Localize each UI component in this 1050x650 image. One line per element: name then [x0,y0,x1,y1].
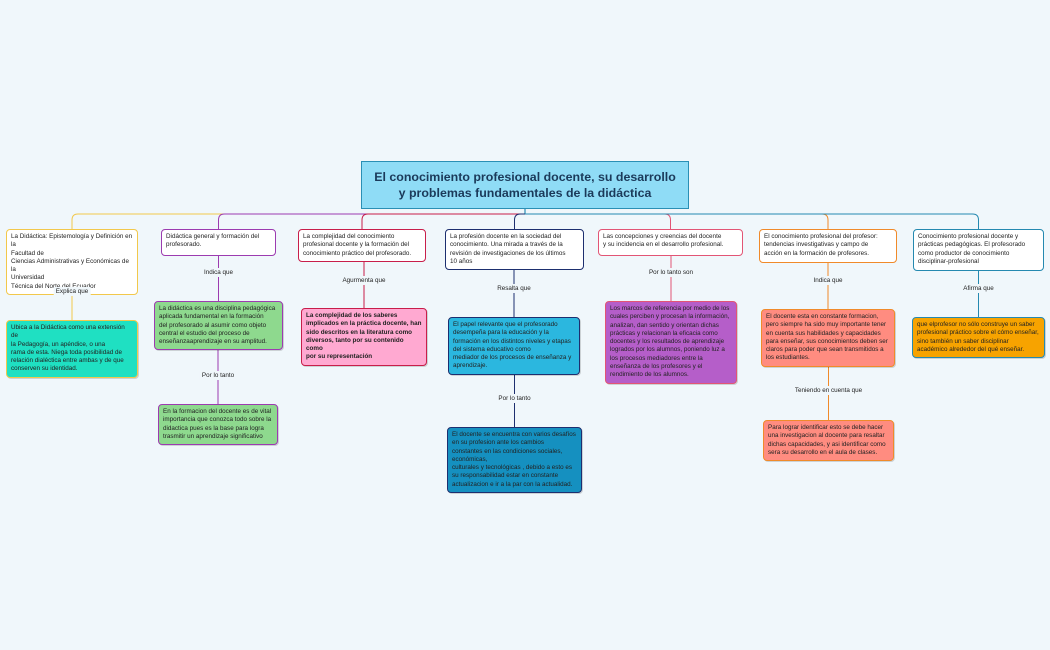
connector-label-6-2: Teniendo en cuenta que [792,386,865,395]
connector-label-4-2: Por lo tanto [496,394,533,403]
branch-topic-1[interactable]: La Didáctica: Epistemología y Definición… [6,229,138,296]
root-topic[interactable]: El conocimiento profesional docente, su … [361,161,689,209]
branch-line-2 [218,213,525,229]
connector-label-2-1: Indica que [201,268,236,277]
connector-label-3-1: Agurmenta que [340,276,388,285]
branch-topic-3[interactable]: La complejidad del conocimiento profesio… [298,229,426,262]
detail-node-4-1[interactable]: El papel relevante que el profesorado de… [448,317,580,375]
branch-topic-7[interactable]: Conocimiento profesional docente y práct… [913,229,1044,271]
branch-topic-4[interactable]: La profesión docente en la sociedad del … [445,229,584,271]
detail-node-1-1[interactable]: Ubica a la Didáctica como una extensión … [6,320,138,378]
branch-line-1 [71,213,525,229]
detail-node-5-1[interactable]: Los marcos de referencia por medio de lo… [605,301,737,384]
detail-node-6-2[interactable]: Para lograr identificar esto se debe hac… [763,420,894,462]
connector-label-5-1: Por lo tanto son [646,268,696,277]
detail-node-7-1[interactable]: que elprofesor no sólo construye un sabe… [912,317,1045,359]
connector-label-6-1: Indica que [811,276,845,285]
detail-node-3-1[interactable]: La complejidad de los saberes implicados… [301,308,427,366]
detail-node-6-1[interactable]: El docente esta en constante formacion, … [761,309,895,367]
connector-label-1-1: Explica que [53,287,91,296]
connector-label-4-1: Resalta que [495,284,533,293]
detail-node-2-2[interactable]: En la formacion del docente es de vital … [158,404,278,446]
branch-topic-6[interactable]: El conocimiento profesional del profesor… [759,229,897,263]
branch-line-5 [525,213,671,229]
connector-label-2-2: Por lo tanto [199,371,237,380]
branch-line-6 [525,213,829,229]
detail-node-2-1[interactable]: La didáctica es una disciplina pedagógic… [154,301,283,351]
branch-topic-2[interactable]: Didáctica general y formación del profes… [161,229,276,256]
branch-line-7 [525,213,979,229]
detail-node-4-2[interactable]: El docente se encuentra con varios desaf… [447,427,582,494]
connector-label-7-1: Afirma que [961,284,996,293]
branch-line-3 [361,213,525,229]
branch-line-4 [514,213,525,229]
branch-topic-5[interactable]: Las concepciones y creencias del docente… [598,229,743,256]
